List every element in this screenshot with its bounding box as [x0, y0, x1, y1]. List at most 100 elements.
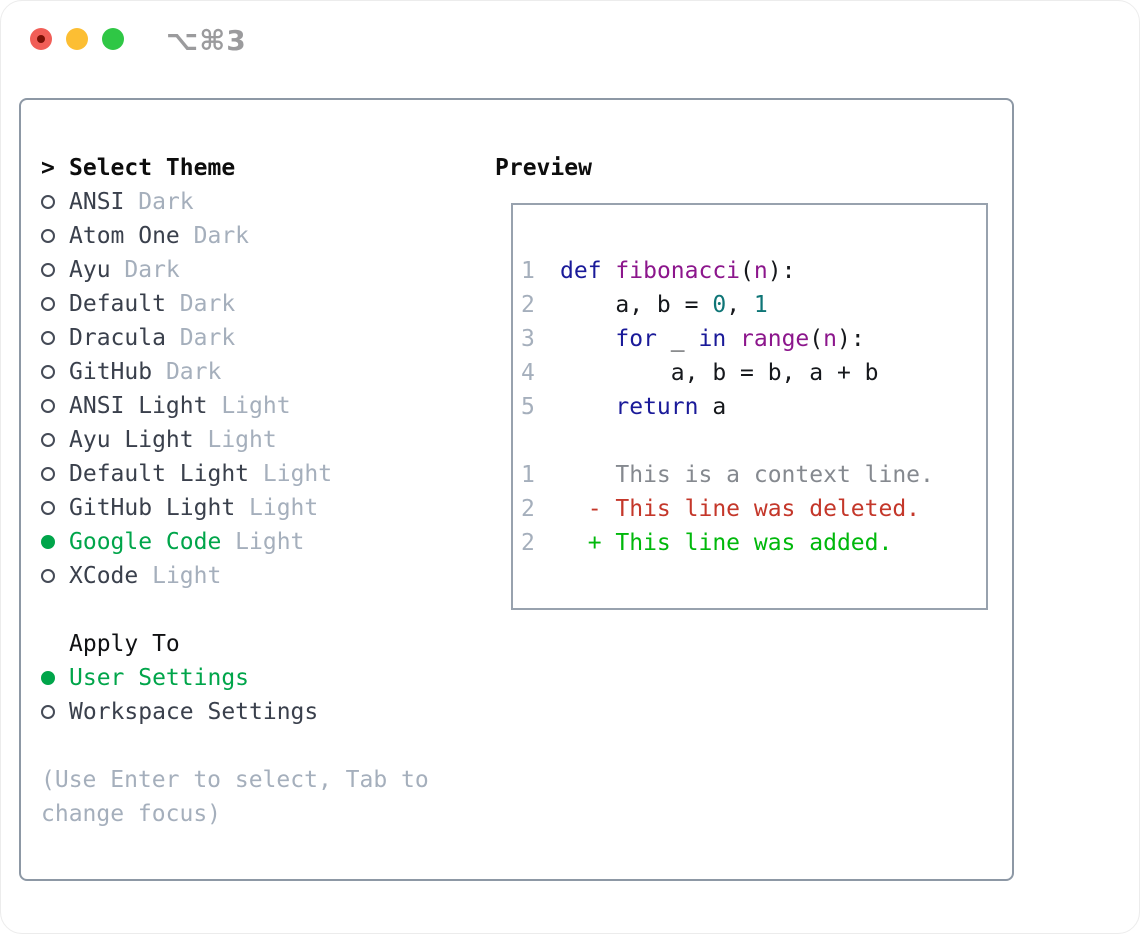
theme-variant: Dark: [179, 291, 236, 317]
theme-variant: Light: [152, 563, 222, 589]
radio-selected-icon: [41, 535, 69, 549]
theme-variant: Dark: [193, 223, 250, 249]
apply-option-user-settings[interactable]: User Settings: [41, 661, 429, 695]
radio-unselected-icon: [41, 501, 69, 515]
close-button[interactable]: [30, 28, 52, 50]
theme-list-title: Select Theme: [69, 155, 236, 181]
theme-option-ansi-light-light[interactable]: ANSI Light Light: [41, 389, 429, 423]
theme-option-atom-one-dark[interactable]: Atom One Dark: [41, 219, 429, 253]
theme-name: GitHub Light: [69, 495, 250, 521]
code-content: a, b = b, a + b: [560, 360, 879, 386]
theme-option-default-light-light[interactable]: Default Light Light: [41, 457, 429, 491]
preview-code-line: 2 + This line was added.: [513, 526, 986, 560]
focus-caret: >: [41, 155, 55, 181]
theme-option-ayu-dark[interactable]: Ayu Dark: [41, 253, 429, 287]
apply-option-label: User Settings: [69, 665, 250, 691]
preview-code-line: 2 - This line was deleted.: [513, 492, 986, 526]
theme-option-dracula-dark[interactable]: Dracula Dark: [41, 321, 429, 355]
radio-selected-icon: [41, 671, 69, 685]
line-number: [513, 424, 560, 458]
theme-variant: Light: [221, 393, 291, 419]
theme-name: GitHub: [69, 359, 166, 385]
theme-variant: Light: [207, 427, 277, 453]
radio-unselected-icon: [41, 297, 69, 311]
theme-name: ANSI: [69, 189, 139, 215]
code-content: This is a context line.: [560, 462, 934, 488]
radio-unselected-icon: [41, 331, 69, 345]
radio-unselected-icon: [41, 433, 69, 447]
theme-option-ansi-dark[interactable]: ANSI Dark: [41, 185, 429, 219]
preview-title: Preview: [495, 155, 592, 181]
line-number: 4: [521, 360, 535, 386]
line-number: 5: [521, 394, 535, 420]
preview-code-line: 5 return a: [513, 390, 986, 424]
line-number: 2: [521, 530, 535, 556]
theme-name: XCode: [69, 563, 153, 589]
theme-variant: Dark: [179, 325, 236, 351]
theme-list-header: > Select Theme: [41, 151, 429, 185]
code-content: for _ in range(n):: [615, 326, 865, 352]
hint-text: (Use Enter to select, Tab to: [41, 767, 429, 793]
code-content: a, b = 0, 1: [560, 292, 768, 318]
window-shortcut-label: ⌥⌘3: [166, 24, 247, 57]
theme-name: Ayu: [69, 257, 125, 283]
preview-code-line: 2 a, b = 0, 1: [513, 288, 986, 322]
apply-to-title: Apply To: [69, 631, 180, 657]
titlebar: ⌥⌘3: [1, 1, 1139, 77]
code-content: def fibonacci(n):: [560, 258, 796, 284]
zoom-button[interactable]: [102, 28, 124, 50]
theme-name: Dracula: [69, 325, 180, 351]
line-number: 2: [521, 292, 535, 318]
radio-unselected-icon: [41, 705, 69, 719]
apply-to-header: Apply To: [41, 627, 429, 661]
code-content: return a: [615, 394, 727, 420]
line-number: 1: [521, 462, 535, 488]
minimize-button[interactable]: [66, 28, 88, 50]
theme-option-default-dark[interactable]: Default Dark: [41, 287, 429, 321]
preview-code-line: 1 This is a context line.: [513, 458, 986, 492]
theme-option-github-light-light[interactable]: GitHub Light Light: [41, 491, 429, 525]
apply-option-workspace-settings[interactable]: Workspace Settings: [41, 695, 429, 729]
code-content: + This line was added.: [560, 530, 893, 556]
radio-unselected-icon: [41, 195, 69, 209]
radio-unselected-icon: [41, 263, 69, 277]
preview-code-line: [513, 424, 986, 458]
theme-variant: Light: [249, 495, 319, 521]
theme-name: Atom One: [69, 223, 194, 249]
radio-unselected-icon: [41, 467, 69, 481]
theme-option-xcode-light[interactable]: XCode Light: [41, 559, 429, 593]
code-content: - This line was deleted.: [560, 496, 921, 522]
theme-option-github-dark[interactable]: GitHub Dark: [41, 355, 429, 389]
line-number: 3: [521, 326, 535, 352]
theme-variant: Dark: [165, 359, 222, 385]
theme-variant: Dark: [124, 257, 180, 283]
radio-unselected-icon: [41, 365, 69, 379]
theme-option-ayu-light-light[interactable]: Ayu Light Light: [41, 423, 429, 457]
theme-name: ANSI Light: [69, 393, 222, 419]
theme-name: Google Code: [69, 529, 236, 555]
theme-variant: Light: [262, 461, 333, 487]
theme-name: Default Light: [69, 461, 263, 487]
preview-code-line: 1 def fibonacci(n):: [513, 254, 986, 288]
radio-unselected-icon: [41, 229, 69, 243]
preview-code-line: 3 for _ in range(n):: [513, 322, 986, 356]
line-number: 1: [521, 258, 535, 284]
hint-text: change focus): [41, 801, 222, 827]
theme-option-google-code-light[interactable]: Google Code Light: [41, 525, 429, 559]
theme-name: Ayu Light: [69, 427, 208, 453]
unsaved-dot-icon: [37, 35, 45, 43]
theme-variant: Dark: [138, 189, 194, 215]
radio-unselected-icon: [41, 569, 69, 583]
theme-variant: Light: [235, 529, 305, 555]
theme-name: Default: [69, 291, 180, 317]
line-number: 2: [521, 496, 535, 522]
keyboard-hint: (Use Enter to select, Tab to change focus…: [41, 763, 429, 831]
radio-unselected-icon: [41, 399, 69, 413]
